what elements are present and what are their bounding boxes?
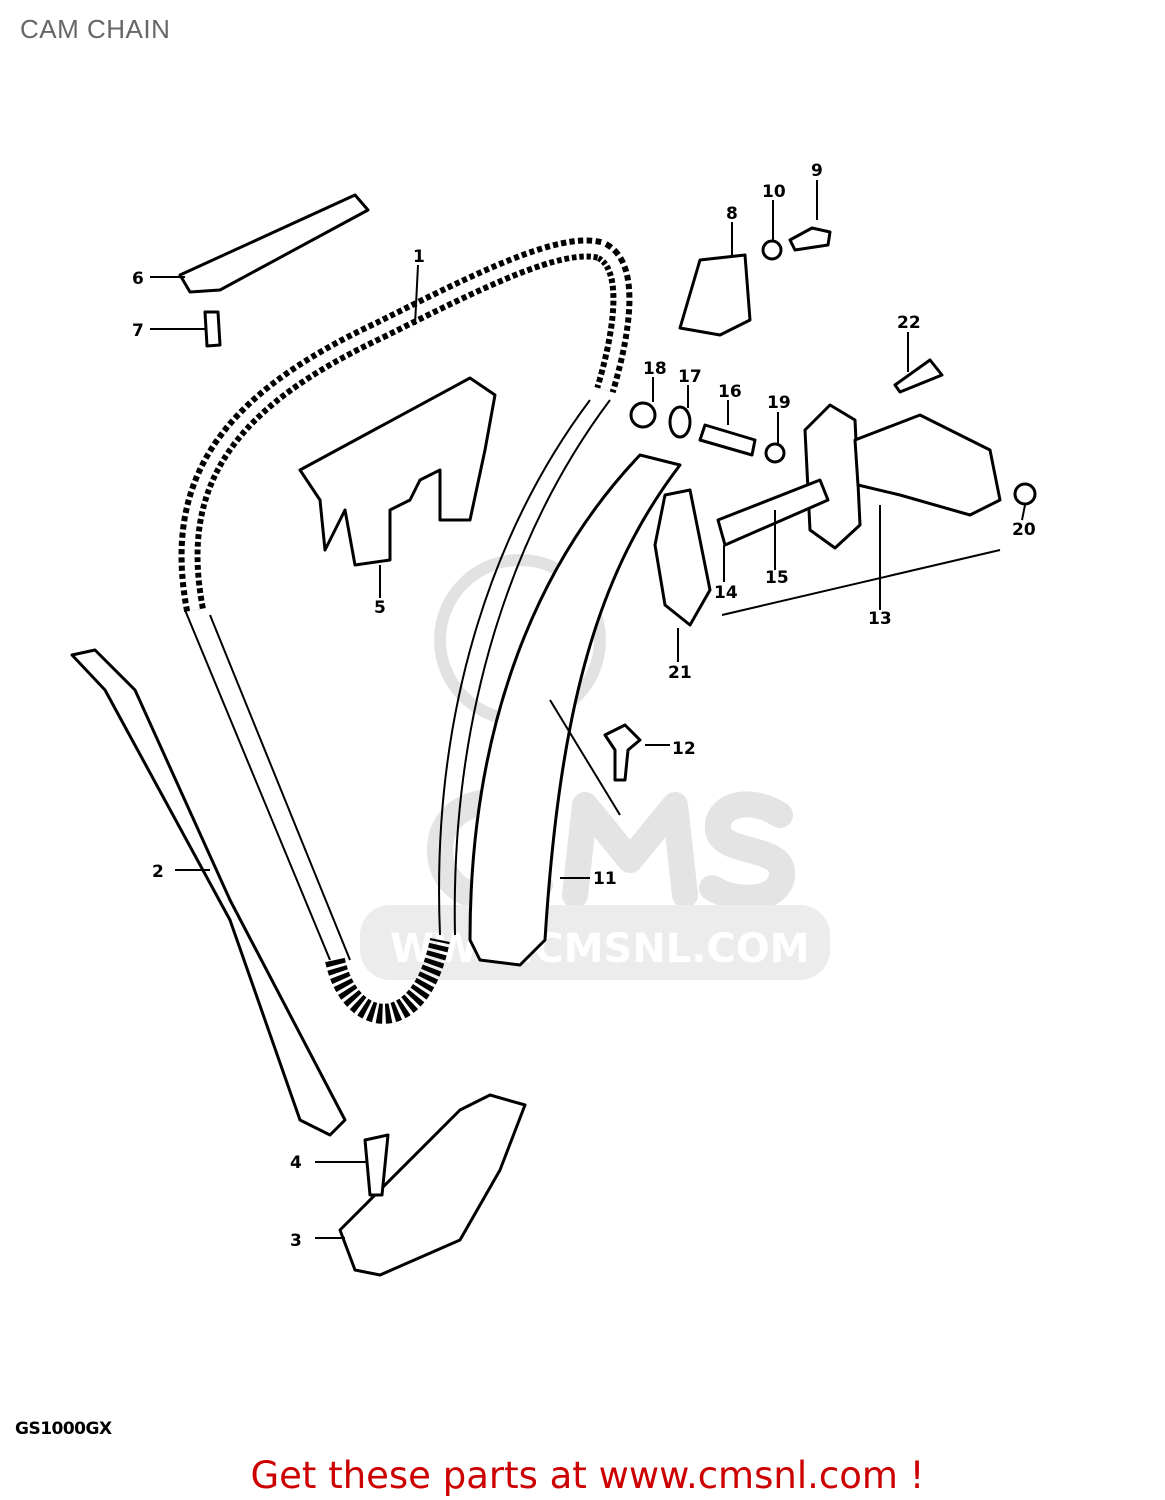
bolt-7 <box>203 310 222 348</box>
cam-chain-bottom <box>325 937 450 1024</box>
washer-17 <box>668 405 692 439</box>
part-label-17[interactable]: 17 <box>678 367 702 387</box>
part-label-16[interactable]: 16 <box>718 382 742 402</box>
chain-guide-top <box>298 376 497 567</box>
part-label-10[interactable]: 10 <box>762 182 786 202</box>
chain-tensioner-guide <box>468 453 682 967</box>
bolt-12 <box>603 723 642 782</box>
part-label-19[interactable]: 19 <box>767 393 791 413</box>
chain-guide-rear <box>70 648 347 1137</box>
part-label-9[interactable]: 9 <box>811 161 823 181</box>
part-label-5[interactable]: 5 <box>374 598 386 618</box>
part-label-15[interactable]: 15 <box>765 568 789 588</box>
part-label-22[interactable]: 22 <box>897 313 921 333</box>
pushrod-14-15 <box>716 478 830 547</box>
part-label-21[interactable]: 21 <box>668 663 692 683</box>
cap-8 <box>678 253 752 337</box>
promo-link[interactable]: Get these parts at www.cmsnl.com ! <box>250 1454 925 1497</box>
part-label-2[interactable]: 2 <box>152 862 164 882</box>
chain-guide-upper <box>178 193 370 294</box>
model-code: GS1000GX <box>15 1419 112 1439</box>
gasket-21 <box>653 488 712 627</box>
leader-lines <box>150 180 1026 1239</box>
part-label-14[interactable]: 14 <box>714 583 738 603</box>
part-label-4[interactable]: 4 <box>290 1153 302 1173</box>
part-label-7[interactable]: 7 <box>132 321 144 341</box>
bolt-4 <box>363 1133 390 1197</box>
tensioner-assembly <box>803 403 862 550</box>
washer-10 <box>761 239 783 261</box>
o-ring-19 <box>764 442 786 464</box>
part-label-8[interactable]: 8 <box>726 204 738 224</box>
watermark-url: WWW.CMSNL.COM <box>390 926 810 972</box>
bolt-9 <box>788 226 832 252</box>
spring-16 <box>698 423 757 457</box>
nut-18 <box>629 401 657 429</box>
guide-holder-3 <box>338 1093 527 1277</box>
part-label-3[interactable]: 3 <box>290 1231 302 1251</box>
part-label-12[interactable]: 12 <box>672 739 696 759</box>
part-label-11[interactable]: 11 <box>593 869 617 889</box>
part-label-6[interactable]: 6 <box>132 269 144 289</box>
part-label-13[interactable]: 13 <box>868 609 892 629</box>
part-label-18[interactable]: 18 <box>643 359 667 379</box>
diagram-title: CAM CHAIN <box>20 14 171 44</box>
bolt-22 <box>893 358 944 394</box>
nut-20 <box>1013 482 1037 506</box>
part-label-20[interactable]: 20 <box>1012 520 1036 540</box>
part-label-1[interactable]: 1 <box>413 247 425 267</box>
